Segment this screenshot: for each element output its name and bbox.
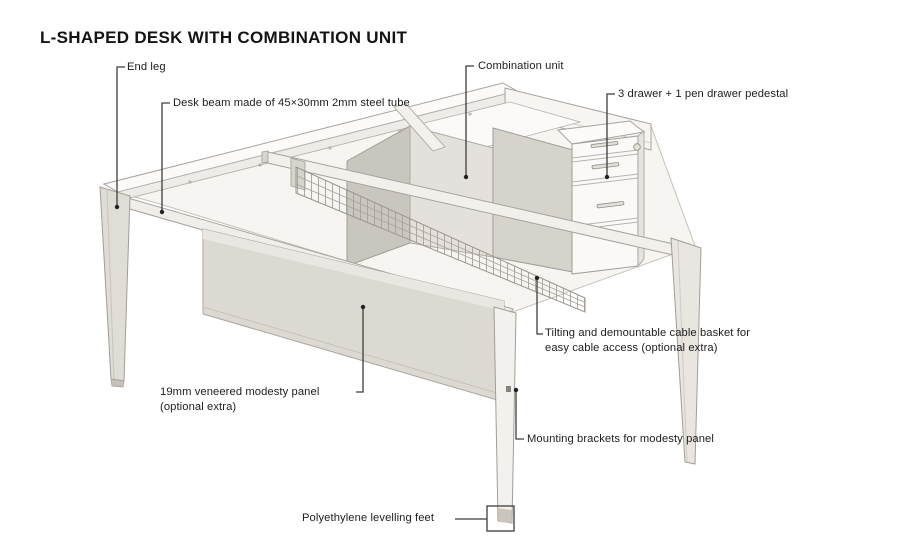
levelling-foot	[498, 508, 512, 523]
label-cable-basket: Tilting and demountable cable basket for…	[545, 327, 751, 354]
label-mounting-brackets: Mounting brackets for modesty panel	[527, 433, 714, 445]
label-combination-unit: Combination unit	[478, 60, 564, 72]
leader-combination-unit	[465, 65, 474, 176]
corner-leg	[493, 306, 517, 524]
label-levelling-feet: Polyethylene levelling feet	[302, 512, 435, 524]
screws	[188, 112, 472, 184]
leader-end-leg	[116, 66, 125, 206]
pedestal-side	[637, 130, 645, 268]
leader-mounting-brackets	[515, 392, 524, 440]
leader-pedestal	[606, 93, 615, 176]
cross-beam	[393, 103, 446, 152]
leader-desk-beam	[161, 102, 170, 211]
drawer-lock	[633, 143, 641, 151]
leader-dots	[114, 174, 610, 393]
leader-modesty-panel	[356, 309, 364, 393]
levelling-feet-callout-box	[486, 505, 515, 532]
beam-end-cap	[261, 150, 269, 164]
label-modesty-panel: 19mm veneered modesty panel (optional ex…	[160, 386, 320, 413]
page-title: L-SHAPED DESK WITH COMBINATION UNIT	[40, 28, 408, 47]
label-pedestal: 3 drawer + 1 pen drawer pedestal	[618, 88, 789, 100]
combination-unit-back-panel	[492, 127, 574, 273]
drawer-handles	[590, 141, 625, 209]
leader-lines	[116, 65, 615, 520]
label-desk-beam: Desk beam made of 45×30mm 2mm steel tube	[173, 97, 410, 109]
end-leg-left	[99, 186, 131, 388]
modesty-panel	[202, 228, 505, 403]
label-end-leg: End leg	[127, 61, 166, 73]
leader-cable-basket	[536, 280, 543, 335]
mounting-bracket	[506, 386, 511, 392]
end-leg-right	[670, 237, 702, 465]
